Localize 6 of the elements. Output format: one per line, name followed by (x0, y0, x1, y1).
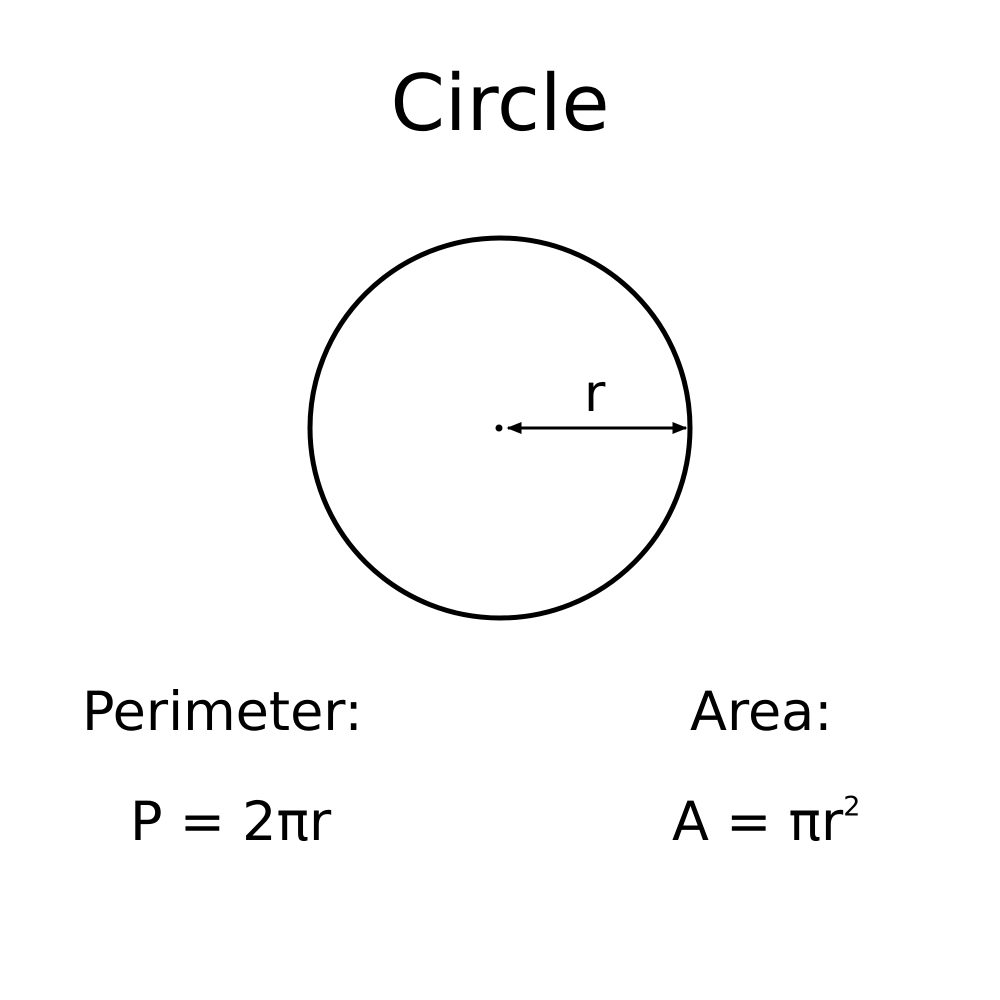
formula: A = πr$^{2}$ (672, 795, 860, 849)
formula: P = 2πr (130, 795, 332, 849)
formula-heading: Perimeter: (82, 685, 363, 739)
radius-label: r (584, 368, 606, 420)
title: Circle (389, 65, 611, 143)
formula-heading: Area: (690, 685, 832, 739)
